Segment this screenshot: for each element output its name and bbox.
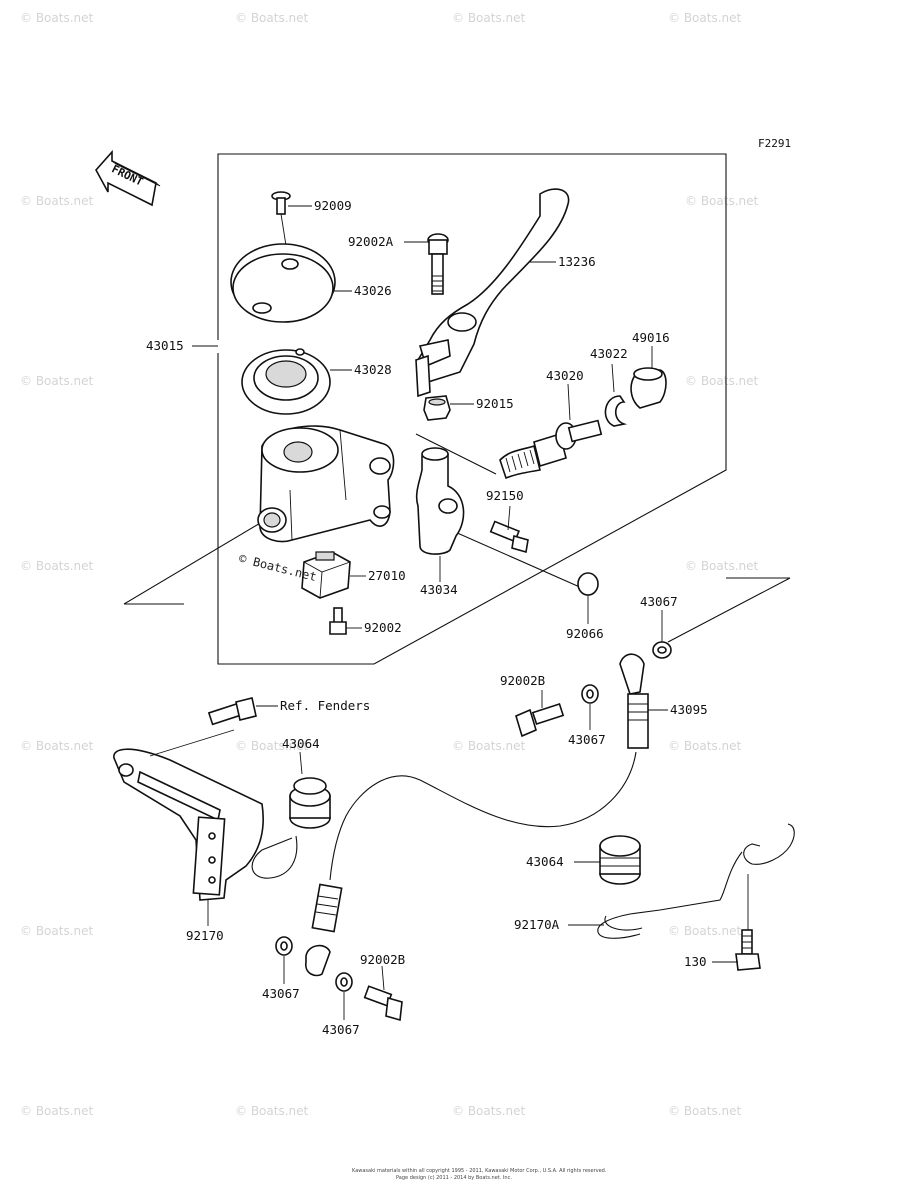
part-label-49016[interactable]: 49016: [632, 330, 670, 345]
watermark: © Boats.net: [20, 374, 94, 388]
front-arrow-icon: FRONT: [95, 149, 161, 207]
part-label-130[interactable]: 130: [684, 954, 707, 969]
part-label-92002B[interactable]: 92002B: [500, 673, 545, 688]
part-label-92002A[interactable]: 92002A: [348, 234, 394, 249]
part-label-43022[interactable]: 43022: [590, 346, 628, 361]
grommet-43064-icon: [251, 777, 331, 879]
banjo-bolt-92002B-icon: [363, 985, 403, 1022]
part-label-92170[interactable]: 92170: [186, 928, 224, 943]
copyright-line-2: Page design (c) 2011 - 2014 by Boats.net…: [396, 1175, 512, 1181]
part-label-43067[interactable]: 43067: [568, 732, 606, 747]
watermark: © Boats.net: [235, 739, 309, 753]
part-label-92170A[interactable]: 92170A: [514, 917, 560, 932]
watermark: © Boats.net: [20, 1104, 94, 1118]
watermark: © Boats.net: [668, 1104, 742, 1118]
cap-92066-icon: [577, 572, 599, 596]
part-label-13236[interactable]: 13236: [558, 254, 596, 269]
part-label-92002B[interactable]: 92002B: [360, 952, 405, 967]
watermark: © Boats.net: [668, 924, 742, 938]
part-label-43064[interactable]: 43064: [282, 736, 320, 751]
watermark: © Boats.net: [235, 1104, 309, 1118]
part-label-43067[interactable]: 43067: [262, 986, 300, 1001]
watermark: © Boats.net: [20, 739, 94, 753]
part-label-43067[interactable]: 43067: [322, 1022, 360, 1037]
brake-hose-43095-icon: [329, 653, 649, 881]
pivot-bolt-92002A-icon: [427, 233, 449, 295]
part-label-43064[interactable]: 43064: [526, 854, 564, 869]
watermark-layer: © Boats.net © Boats.net © Boats.net © Bo…: [20, 11, 759, 1118]
watermark: © Boats.net: [685, 374, 759, 388]
fender-bolt-icon: [207, 697, 257, 726]
part-label-ref-fenders[interactable]: Ref. Fenders: [280, 698, 370, 713]
part-label-43028[interactable]: 43028: [354, 362, 392, 377]
part-label-43015[interactable]: 43015: [146, 338, 184, 353]
brake-lever-13236-icon: [415, 188, 570, 398]
screw-92009-icon: [271, 191, 291, 259]
washer-43067-icon: [652, 641, 672, 659]
watermark: © Boats.net: [452, 1104, 526, 1118]
watermark: © Boats.net: [20, 11, 94, 25]
watermark: © Boats.net: [668, 11, 742, 25]
dust-boot-49016-icon: [630, 367, 667, 409]
assembly-frame: [123, 153, 791, 665]
diaphragm-43028-icon: [241, 348, 331, 415]
brake-switch-27010-icon: [301, 551, 351, 599]
clamp-92170A-icon: [597, 823, 795, 939]
part-label-43026[interactable]: 43026: [354, 283, 392, 298]
watermark: © Boats.net: [668, 739, 742, 753]
washer-43067-icon: [581, 684, 599, 704]
piston-assy-43020-icon: [499, 419, 603, 480]
bolt-92150-icon: [489, 520, 529, 554]
part-label-43034[interactable]: 43034: [420, 582, 458, 597]
part-label-92150[interactable]: 92150: [486, 488, 524, 503]
part-label-92015[interactable]: 92015: [476, 396, 514, 411]
watermark: © Boats.net: [20, 924, 94, 938]
reservoir-cap-43026-icon: [230, 243, 336, 323]
part-label-92002[interactable]: 92002: [364, 620, 402, 635]
part-label-27010[interactable]: 27010: [368, 568, 406, 583]
bracket-92170-icon: [113, 748, 265, 901]
nut-92015-icon: [423, 395, 451, 421]
inline-watermark: © Boats.net: [237, 551, 318, 584]
leader-lines: [149, 205, 749, 1020]
banjo-bolt-92002B-icon: [515, 702, 565, 738]
figure-code: F2291: [758, 137, 791, 150]
part-label-92009[interactable]: 92009: [314, 198, 352, 213]
part-label-43020[interactable]: 43020: [546, 368, 584, 383]
watermark: © Boats.net: [685, 559, 759, 573]
washer-43067-icon: [275, 936, 293, 956]
grommet-43064-icon: [599, 835, 641, 885]
watermark: © Boats.net: [20, 559, 94, 573]
circlip-43022-icon: [604, 395, 628, 427]
part-label-43095[interactable]: 43095: [670, 702, 708, 717]
hose-fitting-icon: [305, 883, 343, 977]
part-label-43067[interactable]: 43067: [640, 594, 678, 609]
screw-92002-icon: [329, 607, 347, 635]
copyright-line-1: Kawasaki materials within all copyright …: [352, 1168, 607, 1174]
watermark: © Boats.net: [235, 11, 309, 25]
watermark: © Boats.net: [452, 11, 526, 25]
watermark: © Boats.net: [685, 194, 759, 208]
master-cylinder-body-43015-icon: [257, 425, 395, 543]
clamp-43034-icon: [415, 447, 465, 555]
watermark: © Boats.net: [20, 194, 94, 208]
washer-43067-icon: [335, 972, 353, 992]
watermark: © Boats.net: [452, 739, 526, 753]
part-label-92066[interactable]: 92066: [566, 626, 604, 641]
bolt-130-icon: [735, 929, 761, 971]
part-labels: 92009 92002A 13236 43026 43015 43028 490…: [146, 198, 708, 1037]
